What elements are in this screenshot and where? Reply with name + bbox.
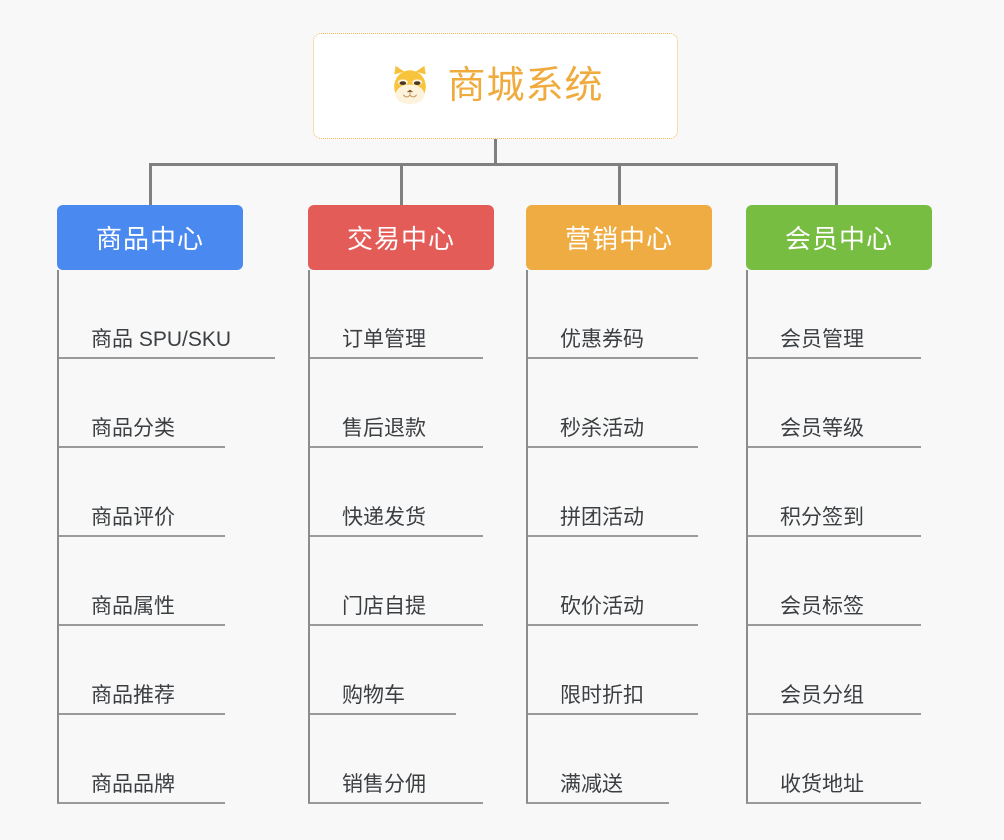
leaf-item-label: 快递发货 — [342, 505, 426, 529]
leaf-item[interactable]: 商品属性 — [57, 537, 225, 626]
leaf-item-label: 会员标签 — [780, 594, 864, 618]
leaf-rail-3: 会员管理 会员等级 积分签到 会员标签 会员分组 收货地址 — [746, 270, 932, 804]
branch-header-label-3: 会员中心 — [784, 224, 893, 254]
leaf-item-label: 商品评价 — [91, 505, 175, 529]
leaf-item[interactable]: 优惠券码 — [526, 270, 698, 359]
branch-header-3[interactable]: 会员中心 — [746, 205, 932, 270]
leaf-item[interactable]: 门店自提 — [308, 537, 483, 626]
leaf-item[interactable]: 满减送 — [526, 715, 669, 804]
leaf-item[interactable]: 订单管理 — [308, 270, 483, 359]
branch-header-label-1: 交易中心 — [346, 224, 455, 254]
leaf-item-label: 积分签到 — [780, 505, 864, 529]
branch-header-2[interactable]: 营销中心 — [526, 205, 712, 270]
leaf-item[interactable]: 拼团活动 — [526, 448, 698, 537]
leaf-item[interactable]: 商品分类 — [57, 359, 225, 448]
leaf-item-label: 会员分组 — [780, 683, 864, 707]
leaf-rail-2: 优惠券码 秒杀活动 拼团活动 砍价活动 限时折扣 满减送 — [526, 270, 712, 804]
leaf-item-label: 购物车 — [342, 683, 405, 707]
leaf-item[interactable]: 销售分佣 — [308, 715, 483, 804]
branch-product-center: 商品中心 商品 SPU/SKU 商品分类 商品评价 商品属性 商品推荐 商品品牌 — [57, 205, 275, 804]
leaf-item-label: 门店自提 — [342, 594, 426, 618]
branch-marketing-center: 营销中心 优惠券码 秒杀活动 拼团活动 砍价活动 限时折扣 满减送 — [526, 205, 712, 804]
leaf-item[interactable]: 商品 SPU/SKU — [57, 270, 275, 359]
leaf-item[interactable]: 收货地址 — [746, 715, 921, 804]
connector-drop-3 — [835, 163, 838, 205]
connector-root-stem — [494, 139, 497, 165]
leaf-item-label: 优惠券码 — [560, 327, 644, 351]
connector-horizontal-bus — [149, 163, 836, 166]
leaf-item[interactable]: 砍价活动 — [526, 537, 698, 626]
leaf-item-label: 砍价活动 — [560, 594, 644, 618]
leaf-item[interactable]: 会员分组 — [746, 626, 921, 715]
leaf-item-label: 拼团活动 — [560, 505, 644, 529]
leaf-item-label: 商品品牌 — [91, 772, 175, 796]
leaf-item-label: 商品分类 — [91, 416, 175, 440]
connector-drop-2 — [618, 163, 621, 205]
leaf-item-label: 收货地址 — [780, 772, 864, 796]
leaf-item[interactable]: 商品推荐 — [57, 626, 225, 715]
leaf-item-label: 会员管理 — [780, 327, 864, 351]
branch-header-1[interactable]: 交易中心 — [308, 205, 494, 270]
leaf-rail-0: 商品 SPU/SKU 商品分类 商品评价 商品属性 商品推荐 商品品牌 — [57, 270, 275, 804]
leaf-item[interactable]: 商品品牌 — [57, 715, 225, 804]
root-node-title: 商城系统 — [447, 65, 604, 107]
branch-header-label-2: 营销中心 — [564, 224, 673, 254]
leaf-rail-1: 订单管理 售后退款 快递发货 门店自提 购物车 销售分佣 — [308, 270, 494, 804]
leaf-item-label: 限时折扣 — [560, 683, 644, 707]
connector-drop-1 — [400, 163, 403, 205]
connector-drop-0 — [149, 163, 152, 205]
leaf-item[interactable]: 秒杀活动 — [526, 359, 698, 448]
root-node-shop-system[interactable]: 商城系统 — [313, 33, 678, 139]
leaf-item[interactable]: 会员标签 — [746, 537, 921, 626]
branch-header-label-0: 商品中心 — [95, 224, 204, 254]
leaf-item[interactable]: 会员等级 — [746, 359, 921, 448]
leaf-item[interactable]: 限时折扣 — [526, 626, 698, 715]
leaf-item-label: 商品推荐 — [91, 683, 175, 707]
branch-transaction-center: 交易中心 订单管理 售后退款 快递发货 门店自提 购物车 销售分佣 — [308, 205, 494, 804]
leaf-item[interactable]: 购物车 — [308, 626, 456, 715]
leaf-item[interactable]: 快递发货 — [308, 448, 483, 537]
branch-member-center: 会员中心 会员管理 会员等级 积分签到 会员标签 会员分组 收货地址 — [746, 205, 932, 804]
leaf-item[interactable]: 售后退款 — [308, 359, 483, 448]
leaf-item-label: 秒杀活动 — [560, 416, 644, 440]
leaf-item-label: 销售分佣 — [342, 772, 426, 796]
leaf-item[interactable]: 会员管理 — [746, 270, 921, 359]
leaf-item-label: 订单管理 — [342, 327, 426, 351]
leaf-item-label: 售后退款 — [342, 416, 426, 440]
branch-header-0[interactable]: 商品中心 — [57, 205, 243, 270]
leaf-item-label: 商品属性 — [91, 594, 175, 618]
leaf-item[interactable]: 积分签到 — [746, 448, 921, 537]
leaf-item[interactable]: 商品评价 — [57, 448, 225, 537]
leaf-item-label: 会员等级 — [780, 416, 864, 440]
shiba-dog-face-icon — [394, 65, 427, 104]
leaf-item-label: 商品 SPU/SKU — [91, 327, 232, 351]
leaf-item-label: 满减送 — [560, 772, 623, 796]
